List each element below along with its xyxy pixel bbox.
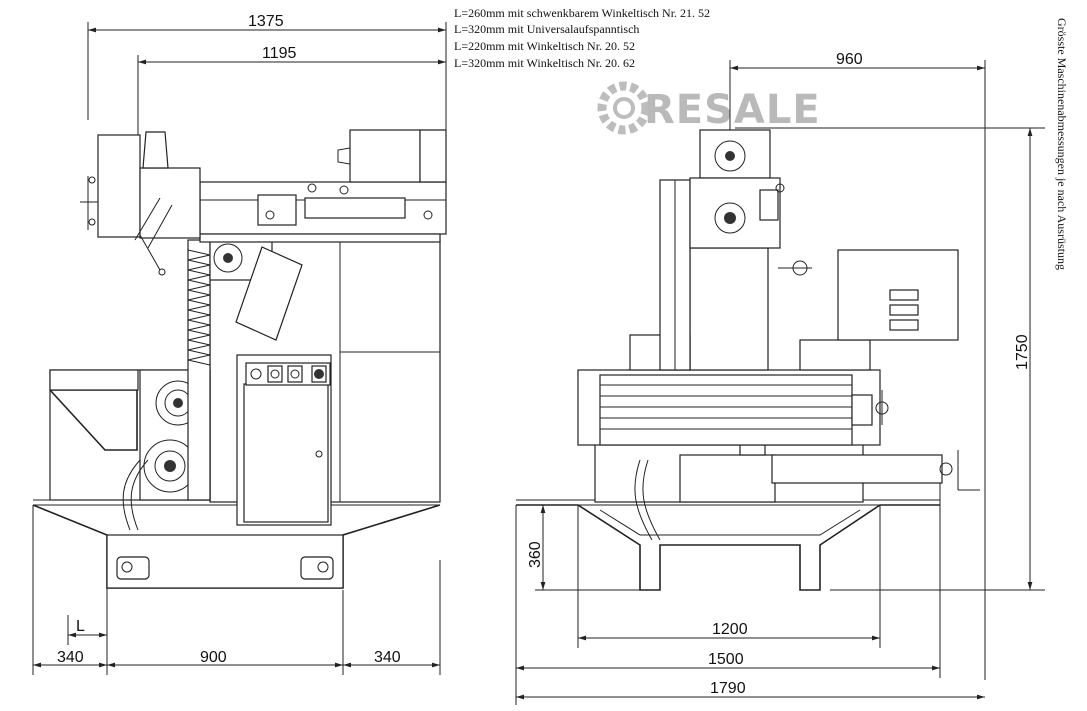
max-dimensions-side-note: Grösste Maschinenabmessungen je nach Aus… (1055, 18, 1069, 270)
dim-1750-label: 1750 (1014, 334, 1031, 370)
dim-1375-label: 1375 (248, 13, 284, 30)
dim-340-left-label: 340 (57, 649, 84, 666)
dim-L-label: L (76, 618, 85, 635)
resale-watermark: RESALE (597, 81, 821, 135)
dim-1195-label: 1195 (262, 45, 297, 62)
gear-icon (597, 81, 651, 135)
dim-1790-label: 1790 (710, 680, 746, 697)
watermark-text: RESALE (644, 87, 821, 133)
dim-1200-label: 1200 (712, 621, 748, 638)
note-line-4: L=320mm mit Winkeltisch Nr. 20. 62 (454, 56, 635, 70)
side-view-dimensions: 1375 1195 340 900 340 L (32, 13, 447, 675)
dim-900-label: 900 (200, 649, 227, 666)
dim-960-label: 960 (836, 51, 863, 68)
front-view-machine (516, 129, 980, 591)
front-view-dimensions: 960 1750 360 1200 1500 1790 (515, 51, 1045, 705)
note-line-3: L=220mm mit Winkeltisch Nr. 20. 52 (454, 39, 635, 53)
dim-360-label: 360 (527, 541, 544, 568)
side-view-machine (32, 129, 447, 589)
dim-340-right-label: 340 (374, 649, 401, 666)
table-length-notes: L=260mm mit schwenkbarem Winkeltisch Nr.… (454, 6, 710, 70)
note-line-2: L=320mm mit Universalaufspanntisch (454, 22, 639, 36)
dim-1500-label: 1500 (708, 651, 744, 668)
note-line-1: L=260mm mit schwenkbarem Winkeltisch Nr.… (454, 6, 710, 20)
